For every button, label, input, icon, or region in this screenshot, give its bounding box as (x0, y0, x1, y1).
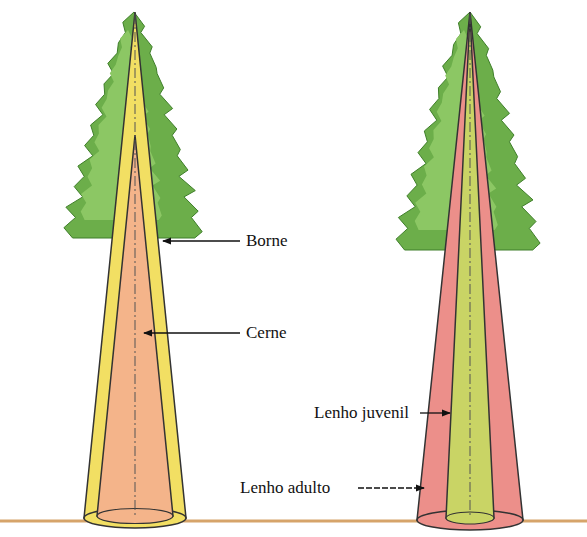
part-label: Lenho adulto (238, 478, 332, 498)
part-label: Borne (244, 231, 290, 251)
center-axis (135, 14, 136, 516)
borne-sapwood (84, 12, 186, 518)
leader-arrow (144, 332, 240, 333)
leader-arrow (358, 487, 424, 488)
part-label: Lenho juvenil (312, 403, 411, 423)
lenho-juvenil-wood (446, 14, 494, 518)
part-label: Cerne (244, 323, 289, 343)
center-axis (470, 14, 471, 516)
leader-arrow (420, 412, 450, 413)
lenho-adulto-wood (417, 12, 523, 520)
leader-arrow (163, 240, 240, 241)
